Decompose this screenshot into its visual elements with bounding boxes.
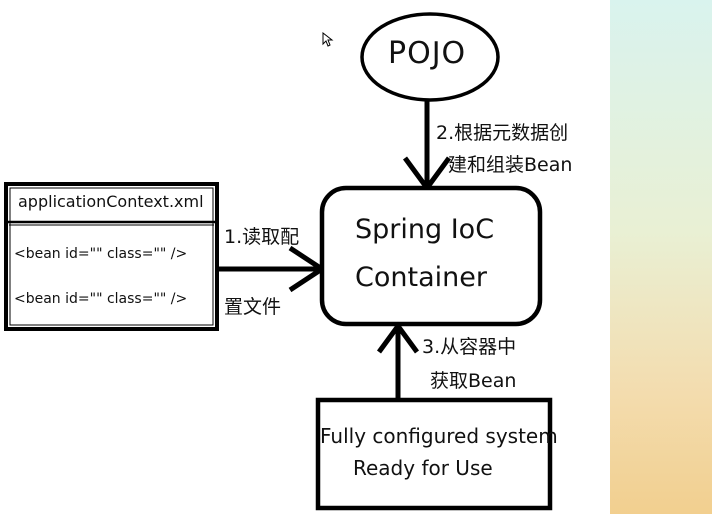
pojo-ellipse [360, 12, 500, 102]
step3-label-line2: 获取Bean [430, 370, 517, 392]
step1-label-line2: 置文件 [224, 296, 282, 318]
system-box-line1: Fully configured system [320, 424, 558, 448]
pojo-label: POJO [388, 36, 467, 71]
step2-label-line2: 建和组装Bean [448, 154, 573, 176]
step2-label-line1: 2.根据元数据创 [436, 122, 569, 144]
background-gradient-strip [610, 0, 712, 514]
config-box-title: applicationContext.xml [18, 192, 204, 211]
ioc-container-box [319, 185, 543, 327]
config-bean-line: <bean id="" class="" /> [14, 246, 188, 262]
system-box [315, 397, 553, 511]
system-box-line2: Ready for Use [353, 456, 493, 480]
config-box [4, 182, 219, 331]
arrow-config-to-container [218, 245, 327, 293]
config-bean-line: <bean id="" class="" /> [14, 291, 188, 307]
step3-label-line1: 3.从容器中 [422, 336, 517, 358]
arrow-system-to-container [376, 321, 420, 400]
mouse-cursor-icon [322, 32, 334, 47]
container-title-line1: Spring IoC [355, 214, 495, 245]
step1-label-line1: 1.读取配 [224, 226, 300, 248]
container-title-line2: Container [355, 262, 487, 293]
